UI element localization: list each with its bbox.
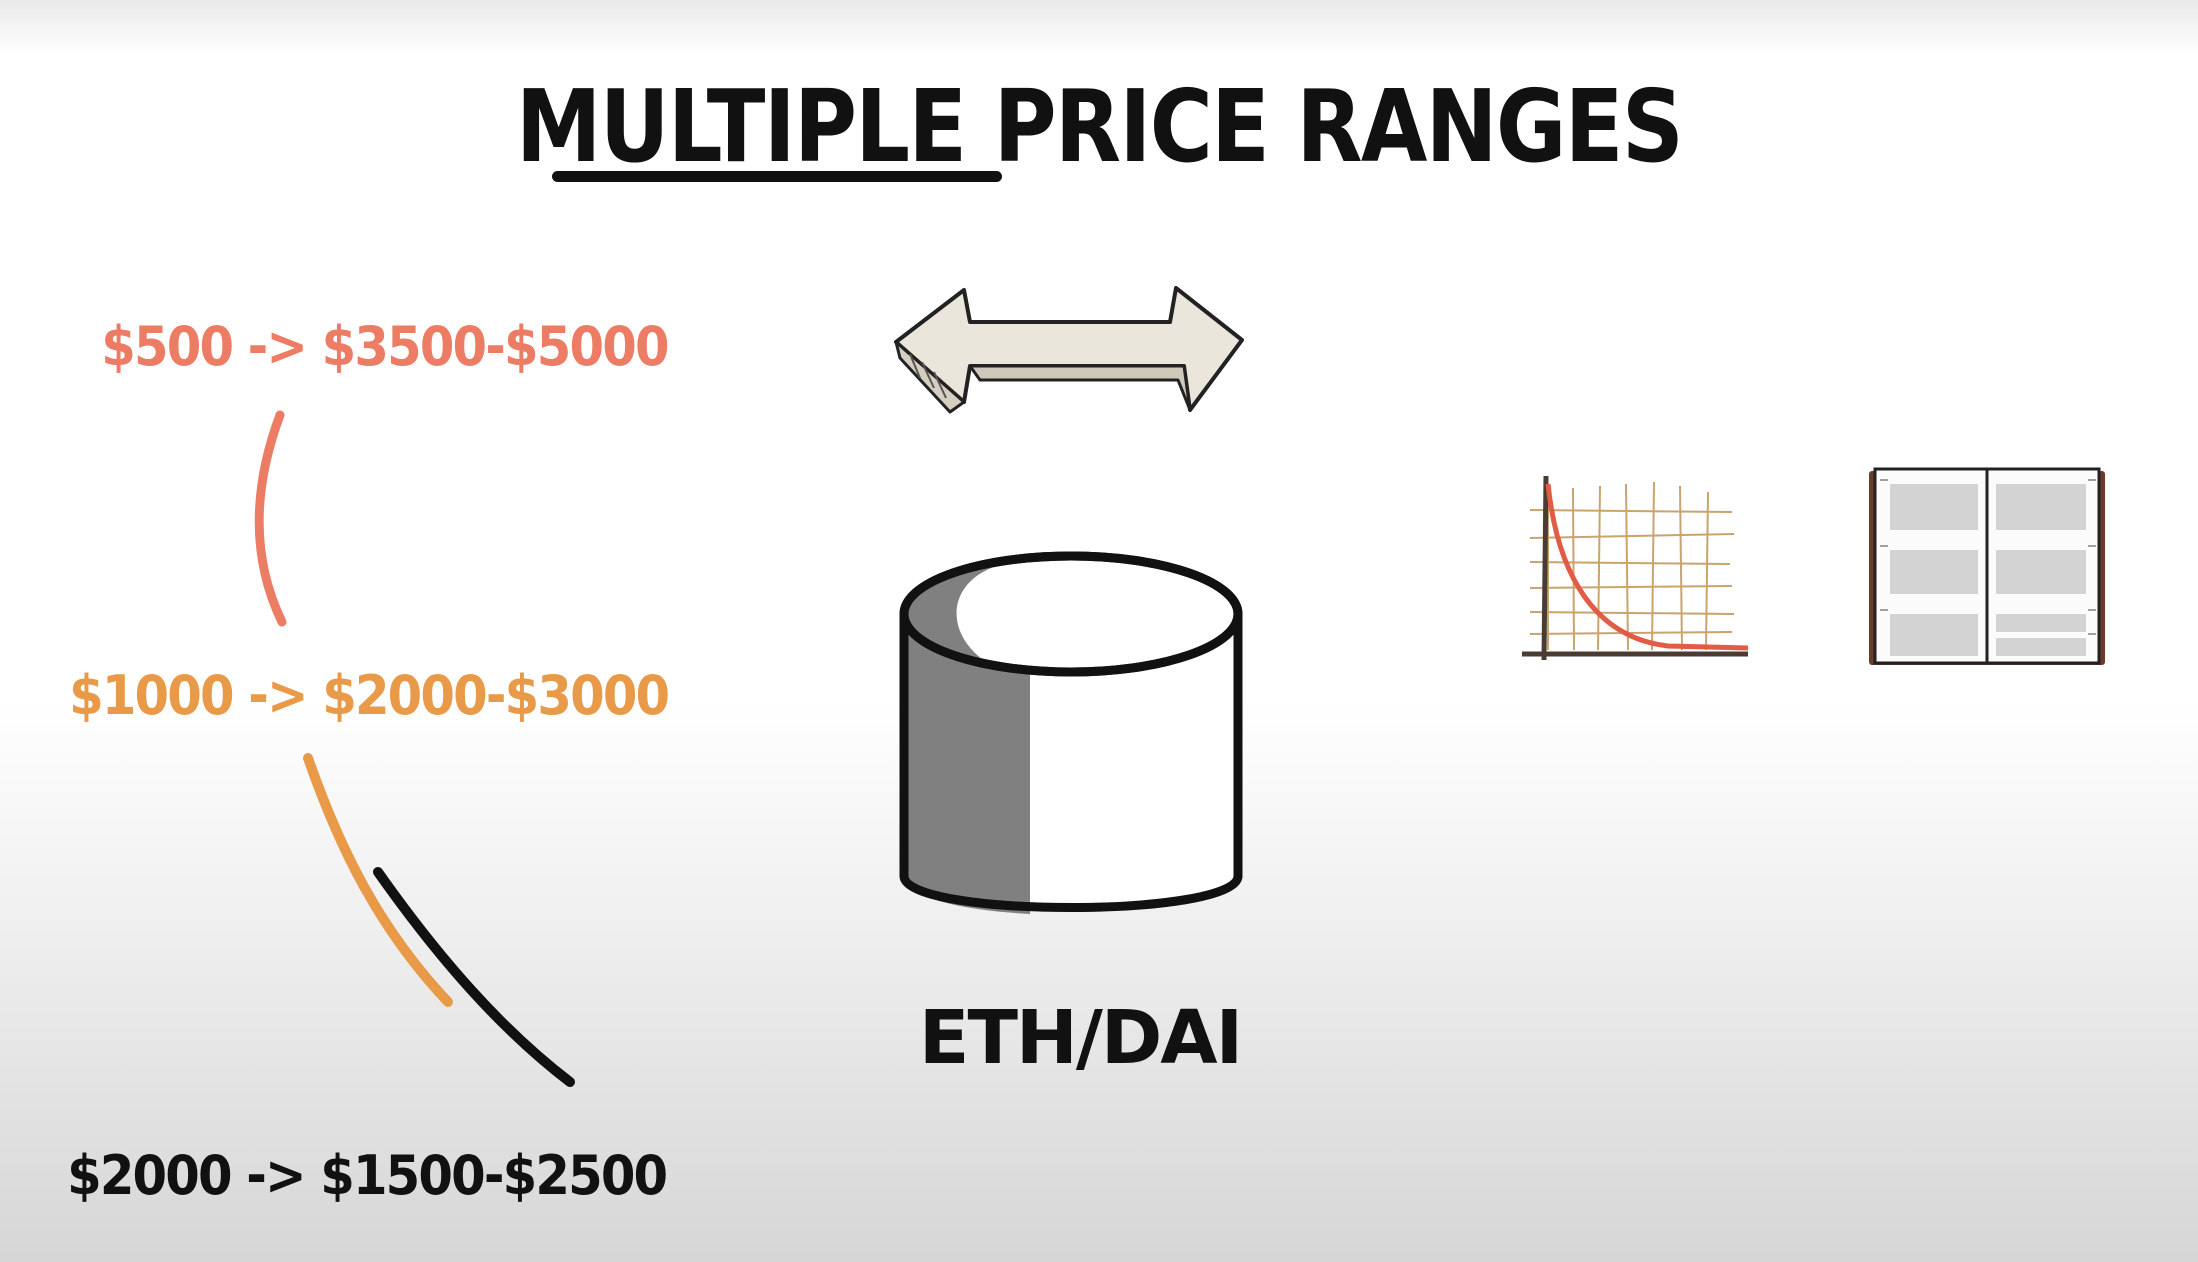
connector-strokes (254, 410, 575, 1087)
connector-orange-stroke (303, 753, 453, 1007)
planner-book-icon (1869, 467, 2105, 665)
position-range-1: $500 -> $3500-$5000 (101, 315, 670, 378)
pool-pair-label: ETH/DAI (918, 995, 1243, 1081)
database-cylinder-icon (899, 551, 1243, 914)
connector-black-stroke (373, 867, 575, 1087)
price-curve-chart-icon (1522, 475, 1749, 661)
page-title: MULTIPLE PRICE RANGES (515, 68, 1684, 185)
position-range-2: $1000 -> $2000-$3000 (68, 664, 670, 727)
title-underline (552, 171, 1002, 182)
position-range-3: $2000 -> $1500-$2500 (66, 1144, 668, 1207)
connector-red-stroke (254, 410, 287, 627)
double-arrow-icon (894, 286, 1244, 414)
